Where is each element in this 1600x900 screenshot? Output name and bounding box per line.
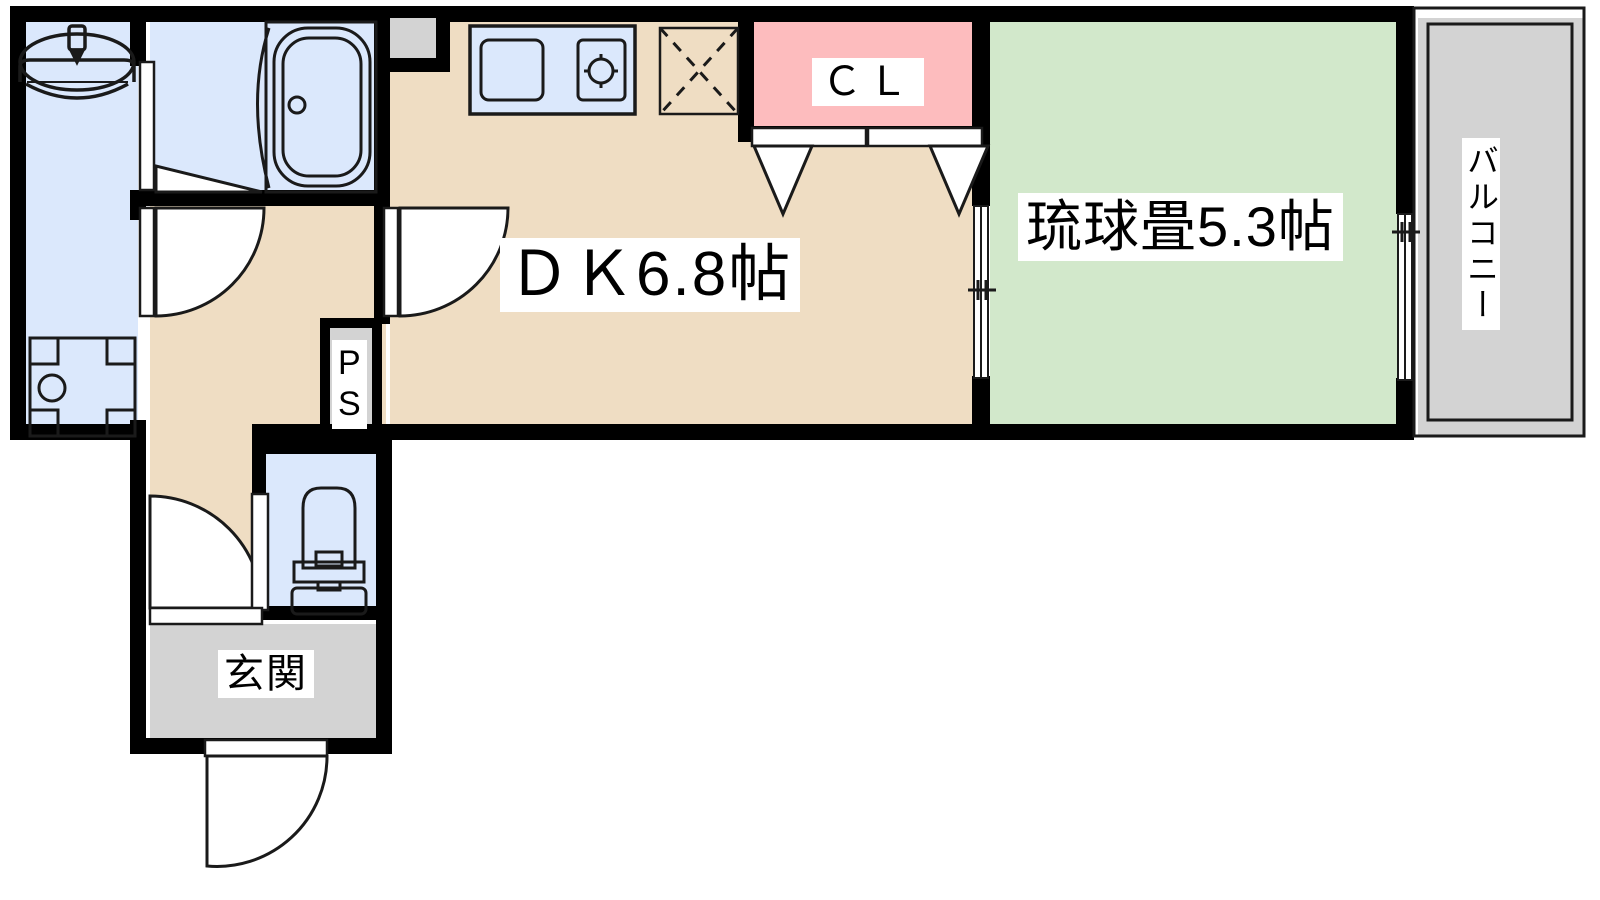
wall-bath-right xyxy=(374,6,390,206)
wall-toilet-right xyxy=(376,438,392,740)
wall-toilet-top xyxy=(252,438,392,454)
wall-tatami-balcony-upper xyxy=(1396,6,1414,214)
balcony-outer-rect xyxy=(1412,6,1586,438)
ps-line-2: S xyxy=(338,385,361,424)
wall-closet-left xyxy=(738,6,754,142)
room-label-dk: ＤＫ6.8帖 xyxy=(500,238,801,312)
entrance-door[interactable] xyxy=(203,738,329,868)
tatami-sliding-door[interactable] xyxy=(968,205,996,379)
toilet-fill xyxy=(265,452,377,612)
closet-folding-door[interactable] xyxy=(750,126,991,218)
washroom-fill xyxy=(18,18,138,430)
kitchen-sink-icon xyxy=(468,24,637,116)
balcony-fill xyxy=(1418,18,1583,436)
bathtub-icon xyxy=(256,20,378,194)
wall-left-outer xyxy=(10,6,26,440)
wall-ps-top-bottom-edge xyxy=(390,58,448,72)
refrigerator-space-icon xyxy=(658,26,740,116)
stove-burner-icon xyxy=(584,54,618,88)
hallway-door[interactable] xyxy=(148,492,270,626)
wall-ps-top-right-edge xyxy=(436,18,450,72)
balcony-inner-rect xyxy=(1426,22,1574,422)
washing-machine-pan-icon xyxy=(28,336,137,438)
wall-tatami-balcony-lower xyxy=(1396,378,1414,438)
wall-tatami-bottom xyxy=(972,424,1414,440)
washroom-door[interactable] xyxy=(138,206,266,318)
ps-line-1: P xyxy=(338,344,361,382)
toilet-icon xyxy=(290,486,368,616)
room-label-tatami: 琉球畳5.3帖 xyxy=(1018,193,1343,261)
wall-top-outer xyxy=(10,6,1408,22)
room-label-genkan: 玄関 xyxy=(218,650,314,698)
washbasin-icon xyxy=(18,24,136,100)
wall-bath-bottom xyxy=(130,190,390,206)
balcony-outline xyxy=(1412,6,1586,438)
bath-door[interactable] xyxy=(138,60,263,194)
room-label-balcony: バルコニー xyxy=(1462,138,1500,330)
wall-washroom-right-upper xyxy=(130,6,146,66)
wall-hallway-left xyxy=(130,420,146,750)
room-label-closet: ＣＬ xyxy=(812,58,924,106)
wall-dk-bottom xyxy=(252,424,992,440)
wall-dk-tatami-lower xyxy=(972,376,990,438)
balcony-sliding-door[interactable] xyxy=(1392,213,1420,381)
dk-hallway-door[interactable] xyxy=(382,206,510,318)
